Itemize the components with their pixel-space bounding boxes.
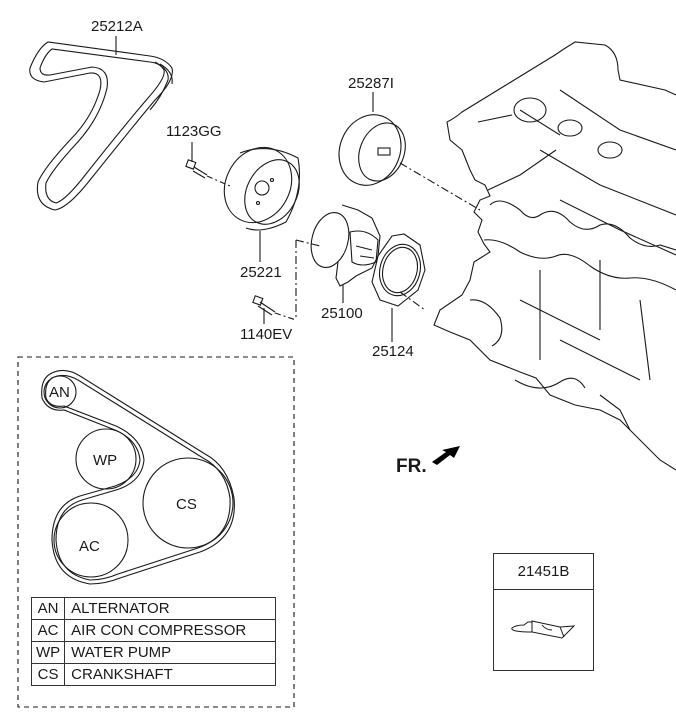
pulley-label-an: AN xyxy=(49,384,70,401)
legend-code: WP xyxy=(30,641,66,664)
pulley-ac xyxy=(53,502,129,578)
legend-description: CRANKSHAFT xyxy=(64,663,277,686)
label-bolt-idler: 1123GG xyxy=(166,123,222,140)
pulley-label-ac: AC xyxy=(79,538,100,555)
bolt-1123gg[interactable] xyxy=(185,142,231,187)
front-marker: FR. xyxy=(396,456,427,477)
label-water-pump: 25100 xyxy=(321,305,363,322)
engine-block xyxy=(433,41,676,471)
water-pump-25100[interactable] xyxy=(295,204,381,318)
front-arrow-icon xyxy=(432,446,460,465)
legend-row: WP WATER PUMP xyxy=(30,641,277,664)
legend-description: ALTERNATOR xyxy=(64,597,277,620)
kit-part-number: 21451B xyxy=(494,554,593,590)
belt-routing-schematic xyxy=(41,369,235,585)
idler-pulley-25221[interactable] xyxy=(211,136,310,262)
legend-code: AC xyxy=(30,619,66,642)
legend-description: AIR CON COMPRESSOR xyxy=(64,619,277,642)
label-tensioner-pulley: 25287I xyxy=(348,75,394,92)
legend-row: CS CRANKSHAFT xyxy=(30,663,277,686)
label-gasket: 25124 xyxy=(372,343,414,360)
gasket-25124[interactable] xyxy=(371,233,426,342)
legend-code: AN xyxy=(30,597,66,620)
pulley-cs xyxy=(142,457,234,549)
drive-belt[interactable] xyxy=(29,36,173,211)
sealant-tube-icon xyxy=(511,620,576,639)
label-idler-pulley: 25221 xyxy=(240,264,282,281)
belt-routing-box xyxy=(17,356,295,708)
sealant-kit-box[interactable]: 21451B xyxy=(493,553,594,671)
legend-description: WATER PUMP xyxy=(64,641,277,664)
pulley-label-cs: CS xyxy=(176,496,197,513)
label-bolt-pump: 1140EV xyxy=(240,326,293,343)
pulley-legend-table: AN ALTERNATOR AC AIR CON COMPRESSOR WP W… xyxy=(30,597,277,686)
label-belt: 25212A xyxy=(91,18,143,35)
bolt-1140ev[interactable] xyxy=(252,295,297,324)
legend-row: AN ALTERNATOR xyxy=(30,597,277,620)
pulley-label-wp: WP xyxy=(93,452,118,469)
tensioner-pulley-25287i[interactable] xyxy=(329,92,481,211)
legend-code: CS xyxy=(30,663,66,686)
legend-row: AC AIR CON COMPRESSOR xyxy=(30,619,277,642)
